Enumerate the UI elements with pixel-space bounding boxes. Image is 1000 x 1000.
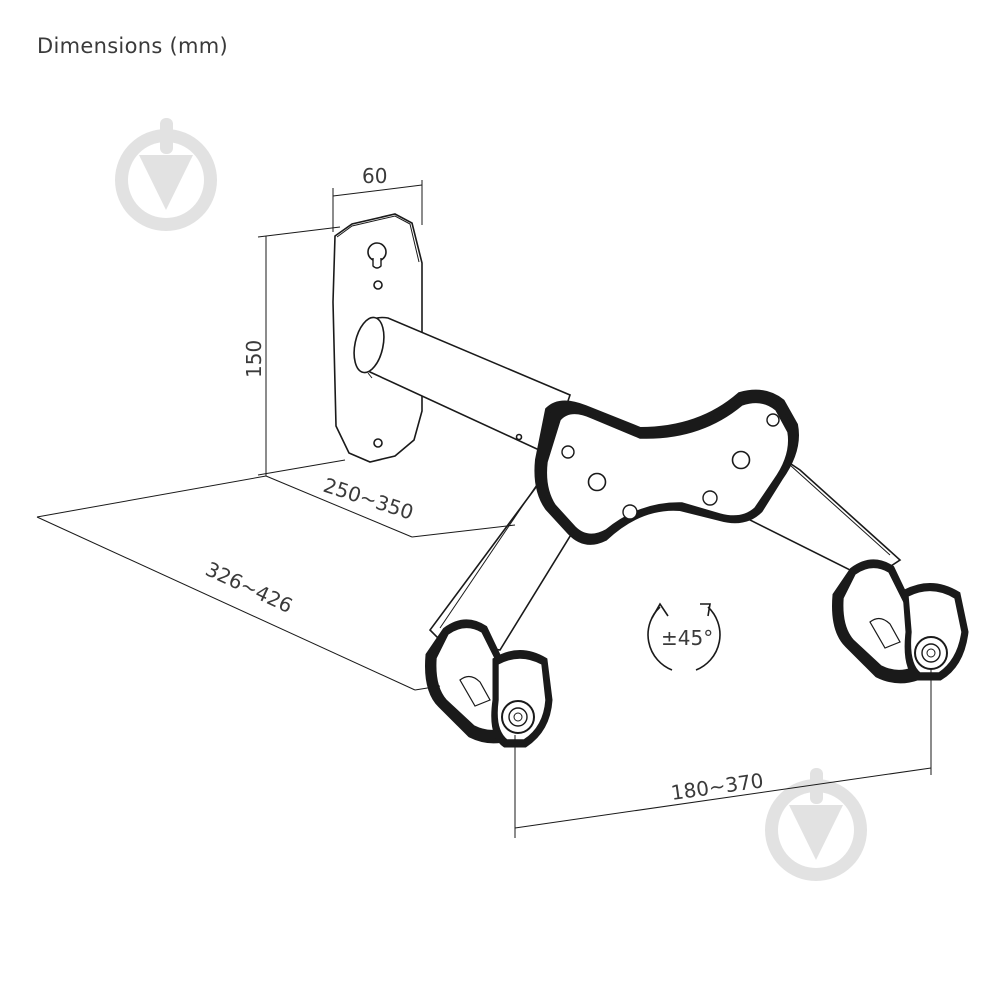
plate-width-label: 60: [362, 164, 387, 188]
dimension-lines: [36, 180, 932, 838]
center-bracket: [534, 389, 799, 545]
watermark-logo-icon: [765, 768, 867, 881]
hook-spacing-label: 180~370: [669, 768, 765, 805]
arm-extension-short-label: 250~350: [320, 473, 416, 525]
rotation-label: ±45°: [661, 626, 713, 650]
plate-height-label: 150: [242, 340, 266, 378]
tube-arm: [353, 316, 571, 457]
watermark-logo-icon: [115, 118, 217, 231]
left-hook-cradle: [425, 619, 553, 748]
diagram-title: Dimensions (mm): [37, 34, 229, 58]
rotation-arrow-icon: [647, 602, 721, 671]
arm-extension-long-label: 326~426: [202, 557, 297, 618]
right-hook-cradle: [832, 559, 969, 684]
